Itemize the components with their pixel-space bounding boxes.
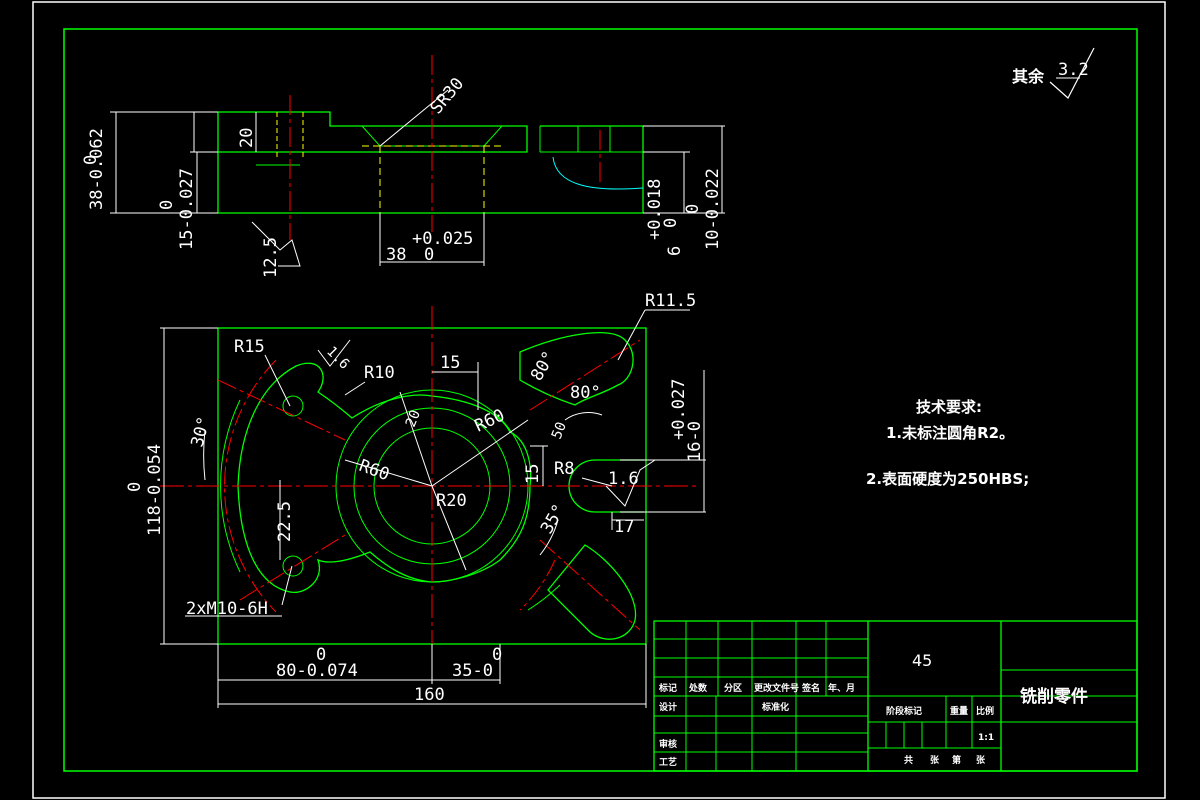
dim-15: 15-0.027 bbox=[177, 168, 197, 250]
section-view-dims: 38-0.062 0 15-0.027 0 20 SR30 38 +0.025 … bbox=[81, 74, 723, 278]
dim-80-deg-a: 80° bbox=[527, 348, 560, 385]
dim-10: 10-0.022 bbox=[703, 168, 723, 250]
dim-17: 17 bbox=[614, 517, 634, 537]
dim-16-up: +0.027 bbox=[669, 379, 689, 440]
dim-16: 16-0 bbox=[685, 421, 705, 462]
dim-r60-b: R60 bbox=[472, 405, 508, 436]
part-name: 铣削零件 bbox=[1020, 686, 1088, 707]
tb-shenhe: 审核 bbox=[659, 738, 677, 750]
dim-r20: R20 bbox=[436, 491, 467, 511]
tb-nianyue: 年、月 bbox=[828, 682, 855, 694]
dim-118: 118-0.054 bbox=[145, 444, 165, 536]
roughness-prefix: 其余 bbox=[1012, 67, 1045, 86]
tb-zhongliang: 重量 bbox=[950, 705, 968, 717]
tb-jieduan: 阶段标记 bbox=[886, 705, 922, 717]
dim-160: 160 bbox=[414, 685, 445, 705]
section-view bbox=[110, 55, 725, 267]
dim-22-5: 22.5 bbox=[275, 501, 295, 542]
tb-zhang: 张 bbox=[930, 754, 940, 766]
dim-6-low: 0 bbox=[661, 218, 681, 228]
outer-border bbox=[32, 1, 1166, 799]
dim-38-hole: 38 bbox=[386, 245, 406, 265]
dim-38-hole-low: 0 bbox=[424, 245, 434, 265]
tb-scale: 1:1 bbox=[978, 733, 994, 743]
dim-50: 50 bbox=[549, 420, 570, 442]
rough-1-6-a: 1.6 bbox=[608, 469, 639, 489]
tb-fenqu: 分区 bbox=[724, 682, 742, 694]
roughness-note: 其余 3.2 bbox=[1012, 47, 1095, 99]
dim-6-up: +0.018 bbox=[645, 179, 665, 240]
tb-biaozhunhua: 标准化 bbox=[761, 701, 789, 713]
tb-di: 第 bbox=[952, 754, 961, 766]
tb-zhang2: 张 bbox=[976, 754, 986, 766]
inner-border bbox=[63, 28, 1138, 772]
dim-6: 6 bbox=[665, 246, 685, 256]
dim-r15: R15 bbox=[234, 337, 265, 357]
dim-10-zero: 0 bbox=[683, 204, 703, 214]
tech-req-title: 技术要求: bbox=[916, 398, 982, 416]
plan-view bbox=[160, 306, 706, 708]
dim-80-zero: 0 bbox=[316, 645, 326, 665]
thread-callout: 2xM10-6H bbox=[186, 599, 268, 619]
rough-12-5: 12.5 bbox=[261, 237, 281, 278]
tb-sheji: 设计 bbox=[659, 701, 677, 713]
tb-gengai: 更改文件号 bbox=[754, 682, 799, 694]
dim-sr30: SR30 bbox=[427, 74, 469, 118]
tech-req-line2: 2.表面硬度为250HBS; bbox=[866, 470, 1029, 488]
dim-r8: R8 bbox=[554, 459, 574, 479]
dim-15-height: 15 bbox=[523, 464, 543, 484]
dim-35-zero: 0 bbox=[492, 645, 502, 665]
dim-38-zero: 0 bbox=[81, 155, 101, 165]
dim-20: 20 bbox=[237, 128, 257, 148]
dim-r10: R10 bbox=[364, 363, 395, 383]
dim-r11-5: R11.5 bbox=[645, 291, 696, 311]
tb-gongyi: 工艺 bbox=[659, 756, 677, 768]
material: 45 bbox=[912, 651, 932, 670]
dim-35-deg: 35° bbox=[537, 501, 570, 538]
dim-35: 35-0 bbox=[452, 661, 493, 681]
tb-gong: 共 bbox=[904, 754, 913, 766]
dim-15-zero: 0 bbox=[157, 200, 177, 210]
dim-30-deg: 30° bbox=[188, 414, 215, 449]
tech-requirements: 技术要求: 1.未标注圆角R2。 2.表面硬度为250HBS; bbox=[866, 398, 1029, 488]
dim-r60-a: R60 bbox=[356, 456, 392, 485]
dim-80: 80-0.074 bbox=[276, 661, 358, 681]
tb-biaoji: 标记 bbox=[658, 682, 677, 694]
dim-20-b: 20 bbox=[403, 408, 424, 430]
dim-15-width: 15 bbox=[440, 353, 460, 373]
tb-qianming: 签名 bbox=[801, 682, 820, 694]
dim-38: 38-0.062 bbox=[87, 128, 107, 210]
title-block bbox=[653, 620, 1138, 772]
rough-1-6-b: 1.6 bbox=[323, 344, 352, 373]
tb-bili: 比例 bbox=[976, 705, 994, 717]
tech-req-line1: 1.未标注圆角R2。 bbox=[886, 424, 1014, 442]
tb-chushu: 处数 bbox=[688, 682, 708, 694]
dim-38-hole-up: +0.025 bbox=[412, 229, 473, 249]
dim-118-zero: 0 bbox=[125, 482, 145, 492]
roughness-value: 3.2 bbox=[1058, 60, 1089, 80]
dim-80-deg-b: 80° bbox=[570, 383, 601, 403]
title-block-text: 45 铣削零件 标记 处数 分区 更改文件号 签名 年、月 设计 标准化 审核 … bbox=[658, 651, 1088, 768]
